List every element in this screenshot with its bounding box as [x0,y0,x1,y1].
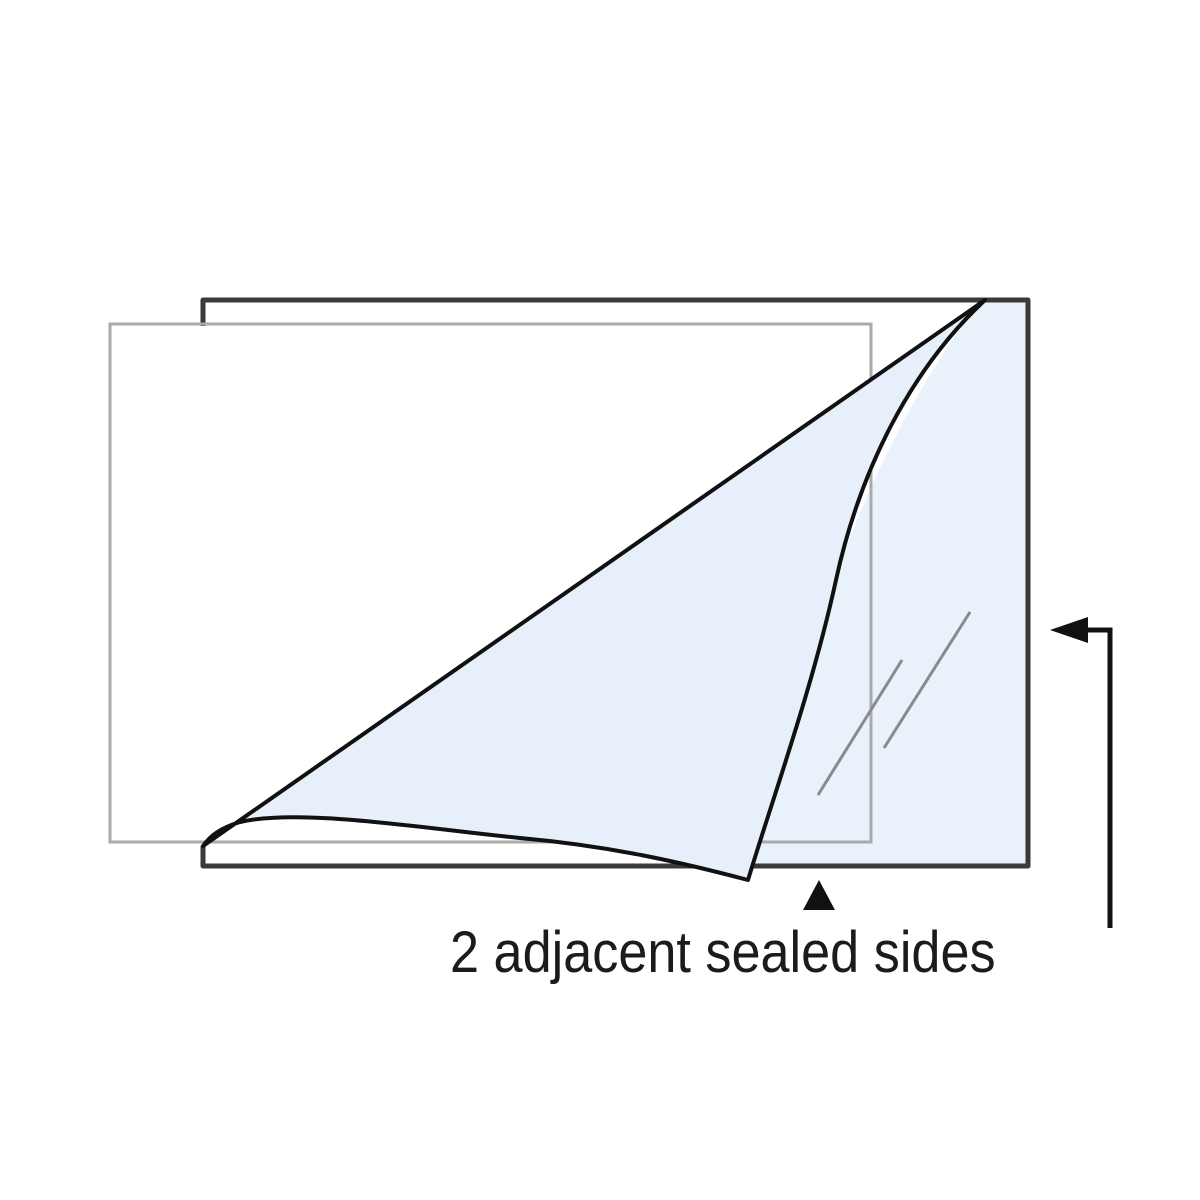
glare-line [882,611,972,749]
glare-line [816,659,904,796]
inserted-card [108,322,873,844]
bottom-seal-arrow-icon [803,880,835,910]
right-seal-arrow-line [1075,627,1113,928]
caption-label: 2 adjacent sealed sides [450,920,996,985]
peeled-film-flap [201,298,987,882]
film-back-panel [755,302,1028,866]
right-seal-arrow-icon [1050,617,1088,643]
